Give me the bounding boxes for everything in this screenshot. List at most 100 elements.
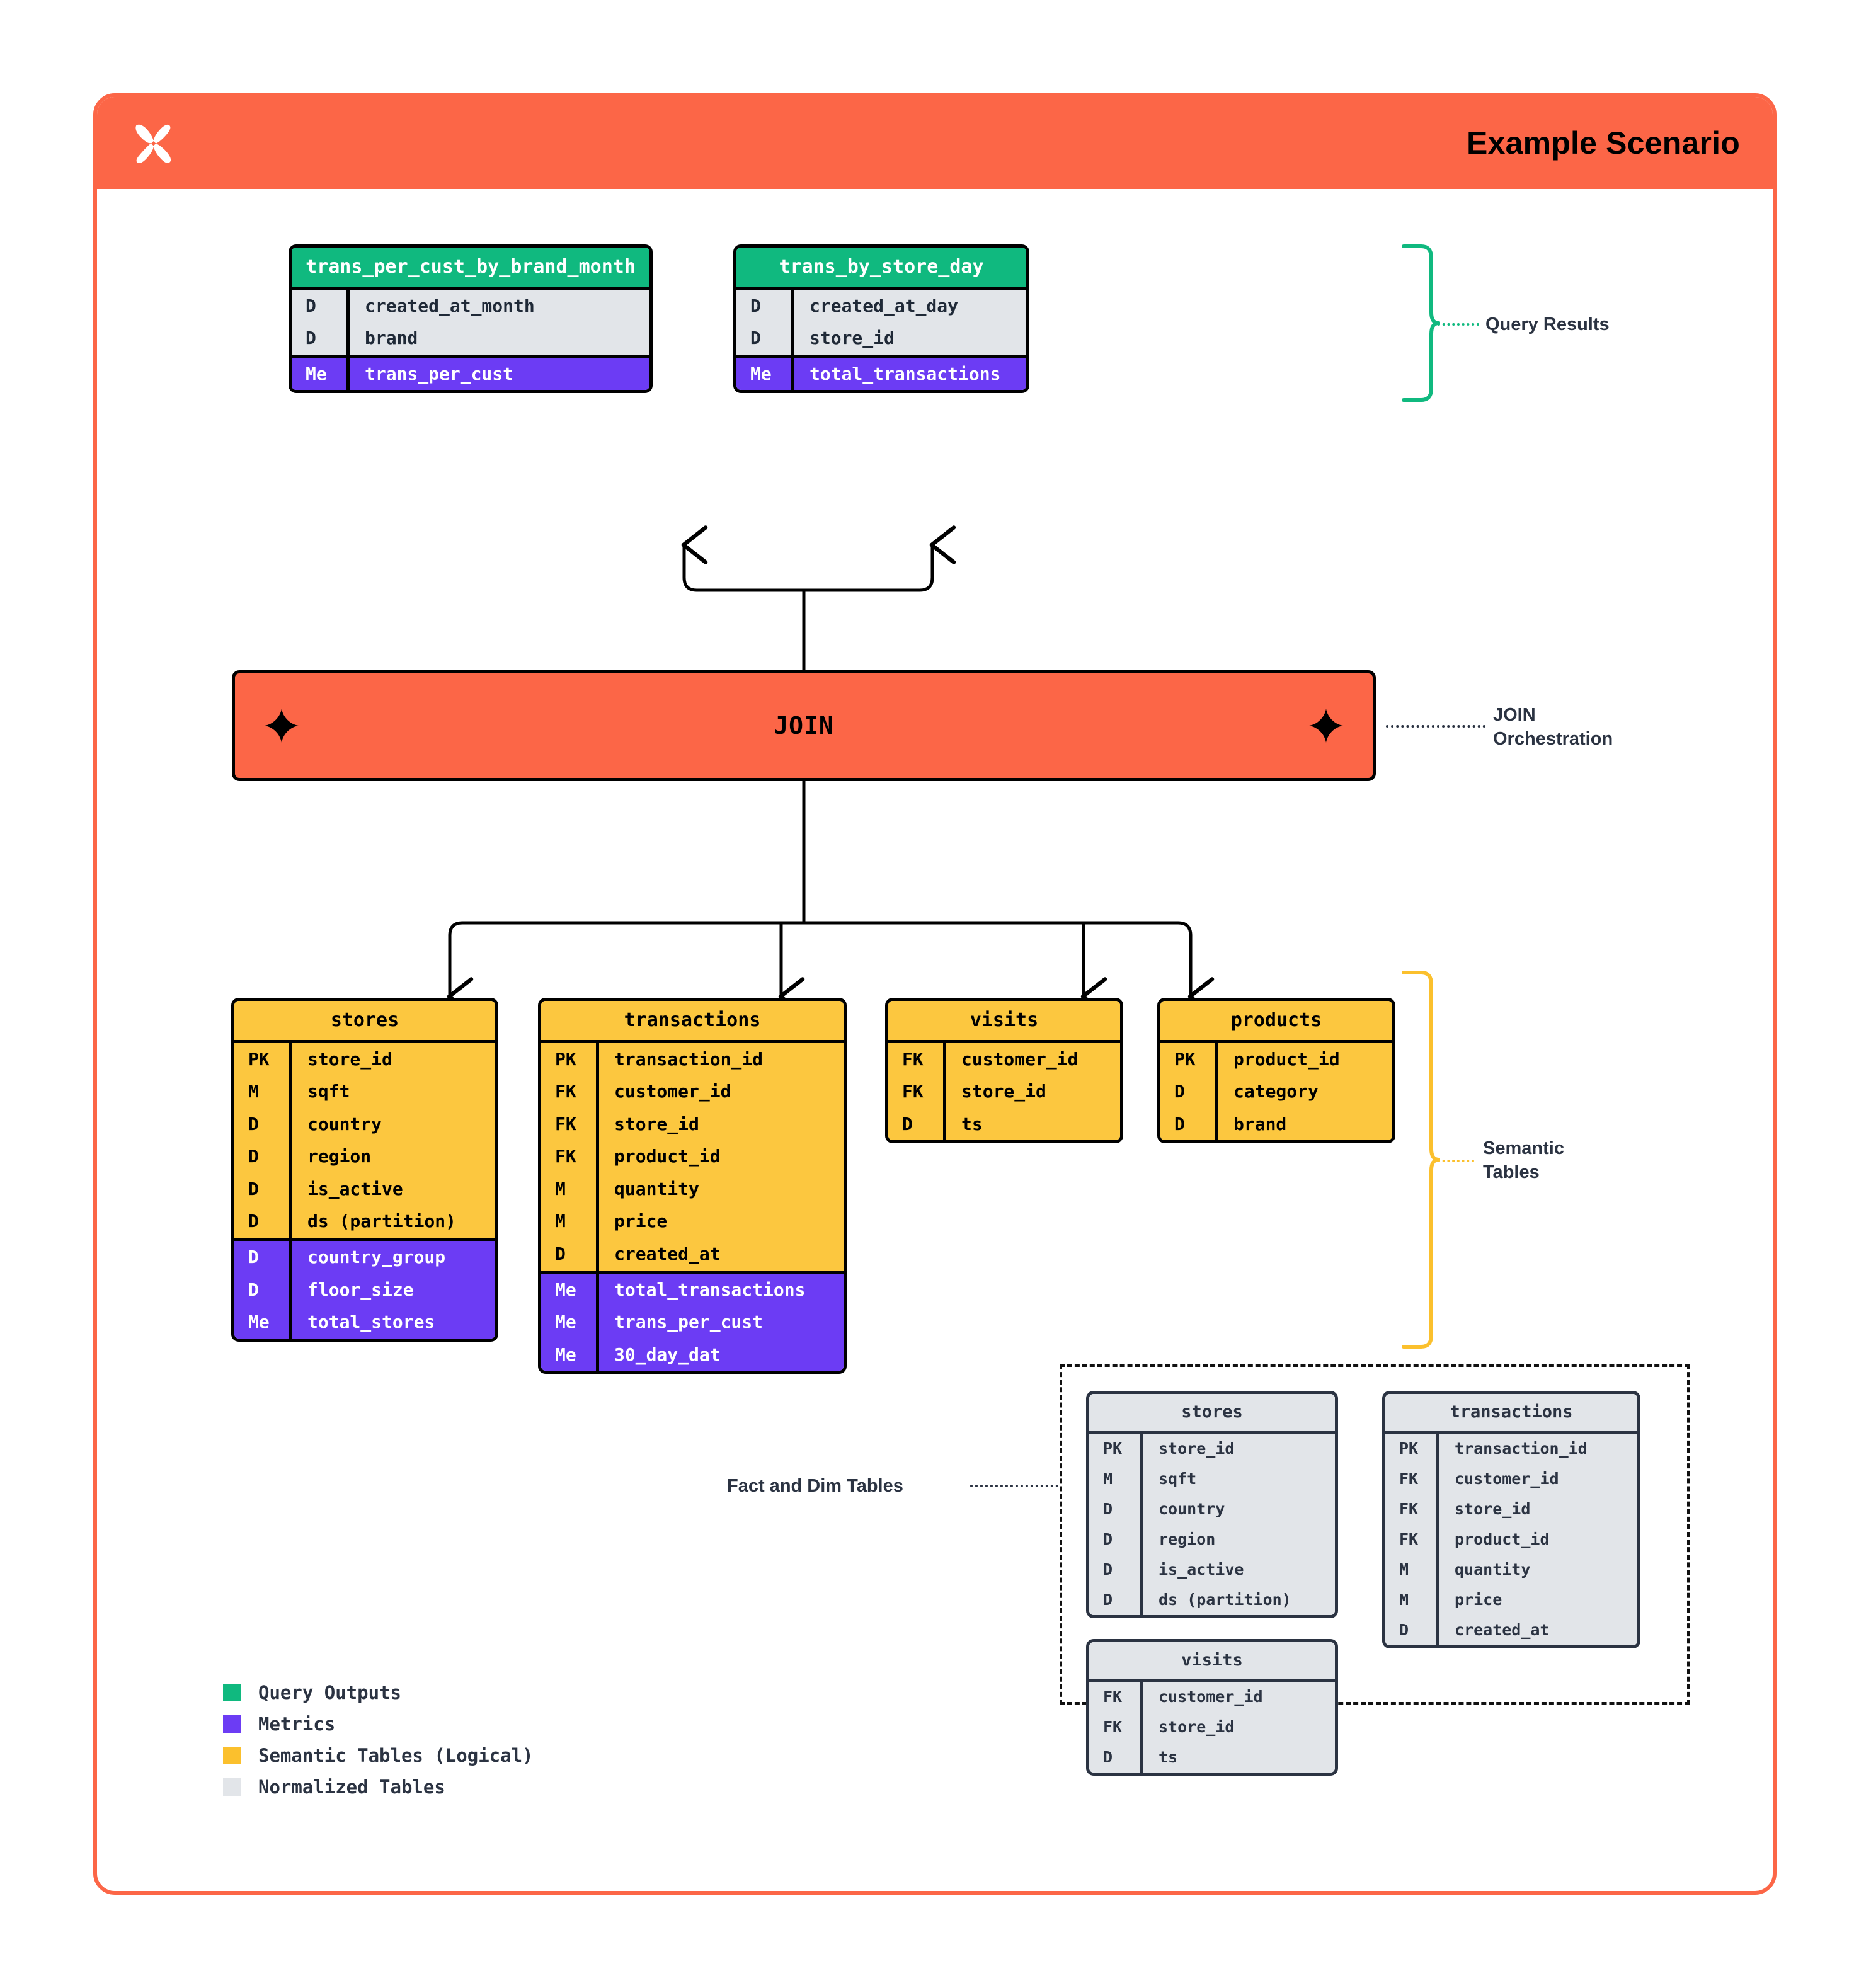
sparkle-icon	[1309, 709, 1343, 743]
legend-swatch-normalized-tables	[223, 1778, 241, 1796]
page-title: Example Scenario	[1467, 125, 1740, 161]
legend-item: Metrics	[223, 1713, 534, 1735]
column-field: product_id	[1233, 1048, 1340, 1070]
query-results-bracket	[1402, 244, 1440, 402]
column-key: D	[736, 322, 794, 355]
column-key: D	[234, 1140, 292, 1173]
column-key: D	[1089, 1524, 1143, 1555]
annotation-line-1: Semantic	[1483, 1138, 1564, 1158]
column-key: D	[1160, 1107, 1218, 1141]
column-key: PK	[1385, 1433, 1439, 1464]
metric-key: Me	[541, 1338, 599, 1371]
metric-key: D	[234, 1273, 292, 1306]
column-key: D	[1089, 1554, 1143, 1585]
query-result-table: trans_by_store_day D created_at_day D st…	[733, 244, 1029, 394]
column-field: sqft	[1159, 1469, 1197, 1488]
column-key: M	[1385, 1584, 1439, 1615]
column-field: quantity	[1455, 1560, 1531, 1579]
column-key: D	[292, 289, 350, 323]
column-key: M	[1089, 1463, 1143, 1494]
column-field: store_id	[1159, 1717, 1235, 1736]
column-field: customer_id	[1455, 1469, 1559, 1488]
diagram-stage: trans_per_cust_by_brand_month D created_…	[97, 189, 1773, 1891]
query-result-table: trans_per_cust_by_brand_month D created_…	[289, 244, 653, 394]
metric-key: D	[234, 1241, 292, 1274]
column-key: FK	[1089, 1681, 1143, 1712]
column-field: store_id	[307, 1048, 392, 1070]
column-field: is_active	[307, 1178, 403, 1199]
metric-field: total_stores	[307, 1311, 435, 1333]
column-key: D	[736, 289, 794, 323]
column-key: D	[1089, 1742, 1143, 1773]
column-field: is_active	[1159, 1560, 1244, 1579]
table-row: PK product_id	[1160, 1043, 1392, 1076]
column-key: PK	[541, 1043, 599, 1076]
table-row: Me trans_per_cust	[292, 357, 649, 391]
table-row: PK transaction_id	[1385, 1433, 1637, 1464]
legend-swatch-semantic-tables	[223, 1747, 241, 1764]
column-field: ts	[1159, 1747, 1178, 1766]
column-field: brand	[1233, 1113, 1287, 1134]
annotation-line-2: Orchestration	[1493, 729, 1613, 750]
column-key: FK	[541, 1075, 599, 1108]
table-columns-section: D created_at_day D store_id	[736, 286, 1026, 355]
metric-field: floor_size	[307, 1279, 414, 1300]
column-field: created_at_day	[810, 295, 959, 316]
legend-item: Normalized Tables	[223, 1776, 534, 1798]
column-field: customer_id	[961, 1048, 1079, 1070]
legend-label: Metrics	[258, 1713, 336, 1735]
annotation-line-1: JOIN	[1493, 705, 1536, 725]
column-key: FK	[888, 1075, 946, 1108]
legend-label: Query Outputs	[258, 1682, 401, 1703]
fact-and-dim-connector	[970, 1485, 1058, 1487]
column-key: FK	[1385, 1463, 1439, 1494]
table-metrics-section: Me total_transactions	[736, 354, 1026, 391]
column-field: customer_id	[614, 1081, 731, 1102]
legend-item: Semantic Tables (Logical)	[223, 1745, 534, 1766]
column-field: ts	[961, 1113, 983, 1134]
table-metrics-section: Me trans_per_cust	[292, 354, 649, 391]
metric-field: total_transactions	[810, 363, 1001, 384]
table-row: D created_at_day	[736, 289, 1026, 323]
column-key: PK	[1160, 1043, 1218, 1076]
annotation-semantic-tables: Semantic Tables	[1483, 1136, 1564, 1185]
metric-field: trans_per_cust	[365, 363, 514, 384]
join-orchestration-bar[interactable]: JOIN	[232, 670, 1376, 781]
column-key: FK	[541, 1107, 599, 1141]
table-row: FK customer_id	[1385, 1463, 1637, 1494]
card-header: Example Scenario	[97, 97, 1773, 189]
table-name: stores	[1089, 1394, 1335, 1431]
column-key: D	[888, 1107, 946, 1141]
column-field: created_at	[1455, 1620, 1550, 1639]
column-key: FK	[1089, 1711, 1143, 1742]
join-orchestration-connector	[1386, 725, 1485, 728]
table-row: Me total_transactions	[736, 357, 1026, 391]
table-row: D created_at_month	[292, 289, 649, 323]
metric-key: Me	[234, 1306, 292, 1339]
column-field: store_id	[614, 1113, 699, 1134]
column-field: price	[614, 1211, 668, 1232]
column-key: D	[1160, 1075, 1218, 1108]
column-field: transaction_id	[1455, 1439, 1588, 1458]
